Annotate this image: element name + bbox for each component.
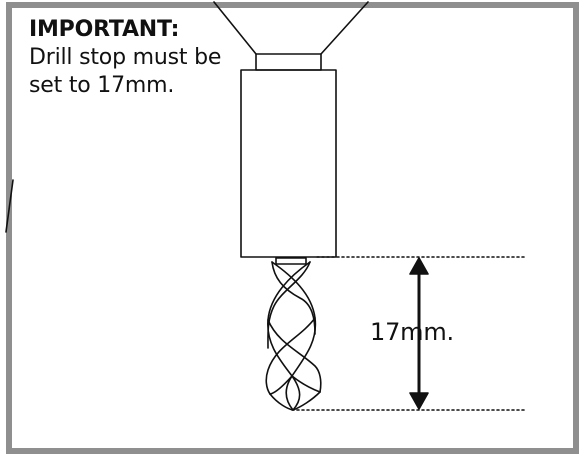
chuck-left-taper [213,1,257,55]
drill-bit-icon [265,257,322,411]
important-note: IMPORTANT: Drill stop must be set to 17m… [29,16,244,100]
side-cord-line [5,179,14,233]
note-text: Drill stop must be set to 17mm. [29,45,222,98]
double-headed-vertical-arrow [409,257,429,410]
diagram-frame [6,2,579,454]
note-title: IMPORTANT: [29,17,180,42]
drill-chuck-body [240,69,337,258]
chuck-right-taper [320,1,369,55]
measurement-label: 17mm. [370,318,454,346]
chuck-collar [255,53,322,71]
